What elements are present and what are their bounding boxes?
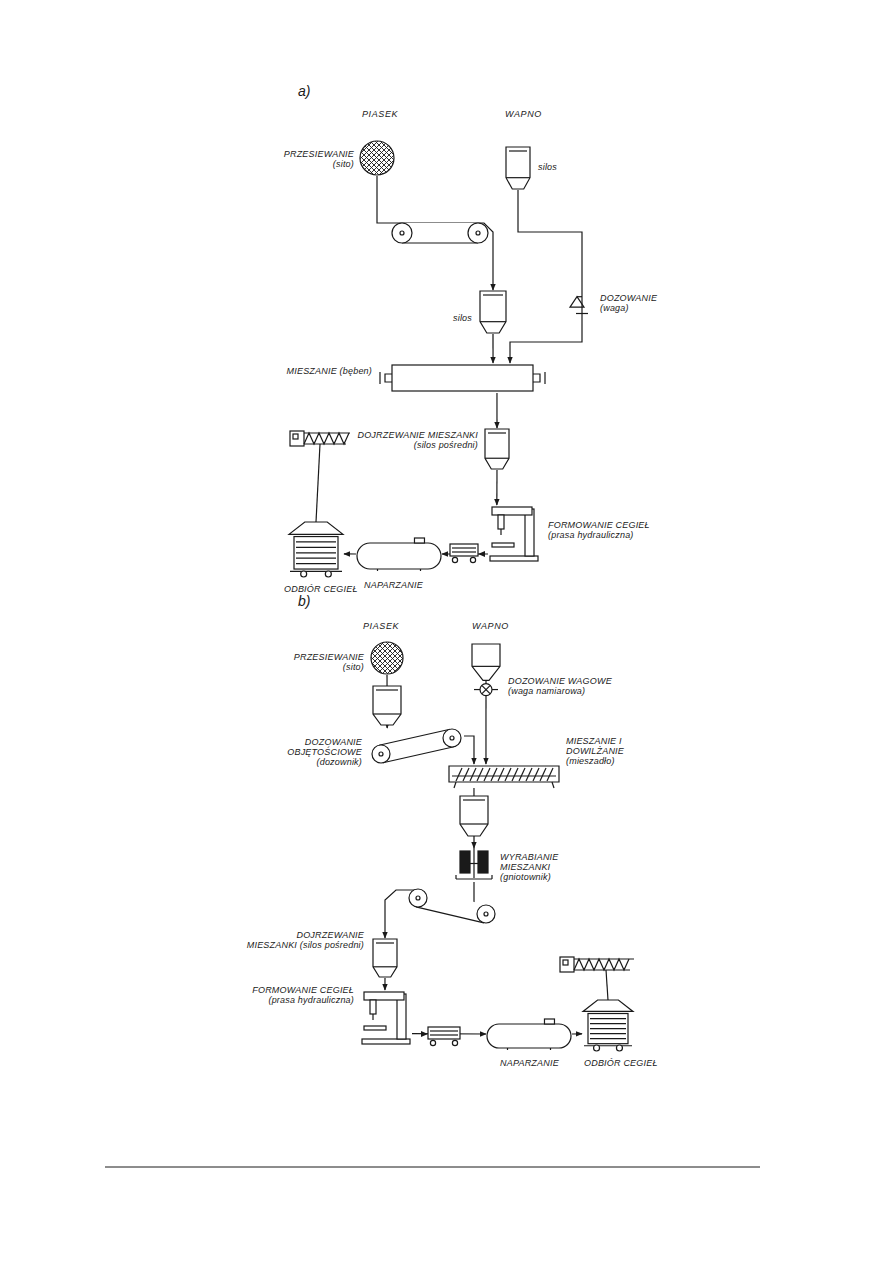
cage-symbol <box>288 522 344 578</box>
flow-arrow <box>344 553 356 554</box>
process-label: PRZESIEWANIE (sito) <box>266 149 354 169</box>
flow-arrow <box>518 190 582 282</box>
autoclave-node: NAPARZANIE <box>486 1018 572 1050</box>
flow-arrow <box>496 470 497 505</box>
silo-node: DOJRZEWANIE MIESZANKI (silos pośredni) <box>484 428 510 470</box>
flow-arrow <box>492 334 493 363</box>
brick-cart <box>421 1027 460 1046</box>
scale-node: DOZOWANIE (waga) <box>568 282 596 324</box>
press-node: FORMOWANIE CEGIEŁ (prasa hydrauliczna) <box>360 990 412 1046</box>
material-label: WAPNO <box>472 622 509 632</box>
kneader-node: WYRABIANIE MIESZANKI (gniotownik) <box>455 848 493 882</box>
scale-symbol <box>568 282 596 324</box>
process-label: PRZESIEWANIE (sito) <box>272 652 364 672</box>
brick-cart <box>450 544 485 563</box>
circle-node: PRZESIEWANIE (sito) <box>359 140 395 176</box>
cage-node: ODBIÓR CEGIEŁ <box>582 1000 634 1052</box>
hopper-symbol <box>470 642 502 700</box>
process-label: NAPARZANIE <box>500 1058 570 1068</box>
material-label: WAPNO <box>505 110 542 120</box>
conveyor-symbol <box>368 728 464 768</box>
mixer-symbol <box>448 764 560 788</box>
flow-arrow <box>572 1033 582 1034</box>
flow-arrow <box>496 393 497 428</box>
footer-rule <box>105 1167 760 1168</box>
silo-node: DOJRZEWANIE MIESZANKI (silos pośredni) <box>372 938 398 978</box>
silo-symbol <box>372 938 398 978</box>
silo-node: silos <box>505 146 531 190</box>
process-label: DOZOWANIE OBJĘTOŚCIOWE (dozownik) <box>258 737 362 767</box>
mixer-node: MIESZANIE I DOWILŻANIE (mieszadło) <box>448 764 560 788</box>
process-label: DOJRZEWANIE MIESZANKI (silos pośredni) <box>352 430 478 450</box>
autoclave-node: NAPARZANIE <box>356 537 442 571</box>
crane <box>290 431 350 522</box>
drum-symbol <box>380 363 545 393</box>
process-label: silos <box>420 313 472 323</box>
process-label: ODBIÓR CEGIEŁ <box>584 1058 664 1068</box>
material-label: PIASEK <box>362 110 398 120</box>
cage-symbol <box>582 1000 634 1052</box>
silo-symbol <box>505 146 531 190</box>
circle-symbol <box>370 641 404 675</box>
belt-conveyor <box>392 223 488 243</box>
crane <box>560 957 634 1000</box>
material-label: PIASEK <box>363 622 399 632</box>
flow-arrow <box>485 700 486 764</box>
belt-conveyor <box>409 889 495 923</box>
autoclave-symbol <box>486 1018 572 1050</box>
hopper-node: DOZOWANIE WAGOWE (waga namiarowa) <box>470 642 502 700</box>
process-label: FORMOWANIE CEGIEŁ (prasa hydrauliczna) <box>548 520 663 540</box>
process-label: MIESZANIE (bęben) <box>278 366 372 376</box>
process-label: silos <box>538 162 578 172</box>
drum-node: MIESZANIE (bęben) <box>380 363 545 393</box>
press-symbol <box>360 990 412 1046</box>
process-label: WYRABIANIE MIESZANKI (gniotownik) <box>500 852 600 882</box>
process-label: FORMOWANIE CEGIEŁ (prasa hydrauliczna) <box>236 985 354 1005</box>
press-node: FORMOWANIE CEGIEŁ (prasa hydrauliczna) <box>488 505 540 563</box>
silo-node: silos <box>479 290 507 334</box>
process-label: MIESZANIE I DOWILŻANIE (mieszadło) <box>566 736 671 766</box>
process-label: ODBIÓR CEGIEŁ <box>284 584 364 594</box>
silo-symbol <box>484 428 510 470</box>
process-label: DOJRZEWANIE MIESZANKI (silos pośredni) <box>246 930 364 950</box>
cage-node: ODBIÓR CEGIEŁ <box>288 522 344 578</box>
conveyor-node: DOZOWANIE OBJĘTOŚCIOWE (dozownik) <box>368 728 464 768</box>
flow-arrow <box>464 736 474 764</box>
silo-symbol <box>479 290 507 334</box>
flow-arrow <box>510 324 582 363</box>
process-label: DOZOWANIE WAGOWE (waga namiarowa) <box>508 676 638 696</box>
autoclave-symbol <box>356 537 442 571</box>
material-label: a) <box>298 84 310 99</box>
flow-arrow <box>377 176 493 290</box>
material-label: b) <box>298 594 310 609</box>
circle-symbol <box>359 140 395 176</box>
flow-arrow <box>384 978 385 990</box>
process-label: NAPARZANIE <box>364 580 444 590</box>
kneader-symbol <box>455 848 493 882</box>
process-label: DOZOWANIE (waga) <box>600 293 680 313</box>
circle-node: PRZESIEWANIE (sito) <box>370 641 404 675</box>
silo <box>460 796 488 836</box>
press-symbol <box>488 505 540 563</box>
silo <box>373 686 401 725</box>
